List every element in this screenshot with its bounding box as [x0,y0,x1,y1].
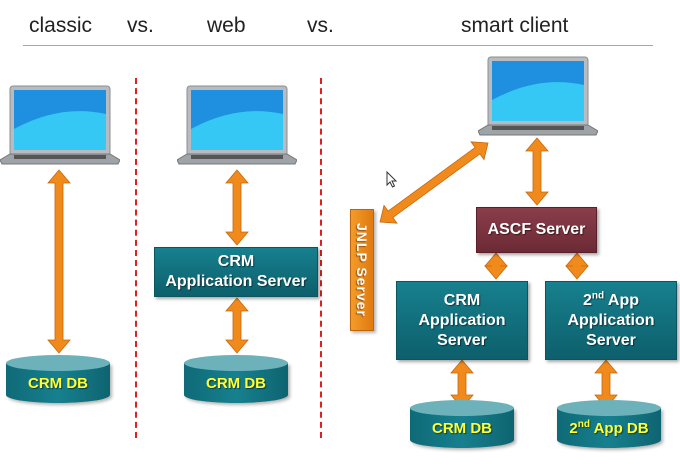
db-label: CRM DB [432,420,492,437]
label-superscript: nd [577,419,590,430]
second-app-server: 2nd App Application Server [545,281,677,360]
server-label-line: Server [437,331,487,349]
smart-crm-app-server: CRM Application Server [396,281,528,360]
laptop-icon-web [177,85,297,165]
header-rule [23,45,653,46]
label-part: App [604,291,640,309]
header-web: web [207,14,246,37]
server-label-line: Server [586,331,636,349]
web-crm-app-server: CRM Application Server [154,247,318,297]
server-label-line: CRM [217,253,255,270]
mouse-cursor-icon [386,171,398,188]
header-classic: classic [29,14,93,37]
header-vs-1: vs. [127,14,154,37]
db-classic-crm: CRM DB [6,355,110,407]
divider-web-smart [320,78,322,438]
server-label-line: Application [418,311,506,329]
server-label-line: Application Server [165,273,307,290]
label-part: 2 [569,420,578,437]
server-label-line: CRM [443,291,481,309]
laptop-icon-classic [0,85,120,165]
ascf-server-label: ASCF Server [487,221,586,238]
db-label: 2nd App DB [557,419,661,438]
divider-classic-web [135,78,137,438]
header-smart-client: smart client [461,14,569,37]
server-label-line: Application [567,311,655,329]
jnlp-server-box: JNLP Server [350,209,374,331]
arrow-classic-laptop-db [47,169,71,354]
db-second-app: 2nd App DB [557,400,661,452]
header-vs-2: vs. [307,14,334,37]
jnlp-server-label: JNLP Server [354,222,370,318]
label-part: App DB [589,420,649,437]
db-web-crm: CRM DB [184,355,288,407]
ascf-server-box: ASCF Server [476,207,597,253]
arrow-laptop-jnlp [379,141,489,224]
arrow-ascf-second-server [565,252,589,280]
server-label-line: 2nd App [583,291,639,311]
db-smart-crm: CRM DB [410,400,514,452]
label-part: 2 [582,291,592,309]
arrow-ascf-crm-server [484,252,508,280]
arrow-laptop-ascf [525,137,549,206]
db-label: CRM DB [28,375,88,392]
db-label: CRM DB [206,375,266,392]
label-superscript: nd [591,290,605,302]
arrow-web-laptop-server [225,169,249,246]
arrow-web-server-db [225,297,249,354]
laptop-icon-smart-client [478,56,598,136]
